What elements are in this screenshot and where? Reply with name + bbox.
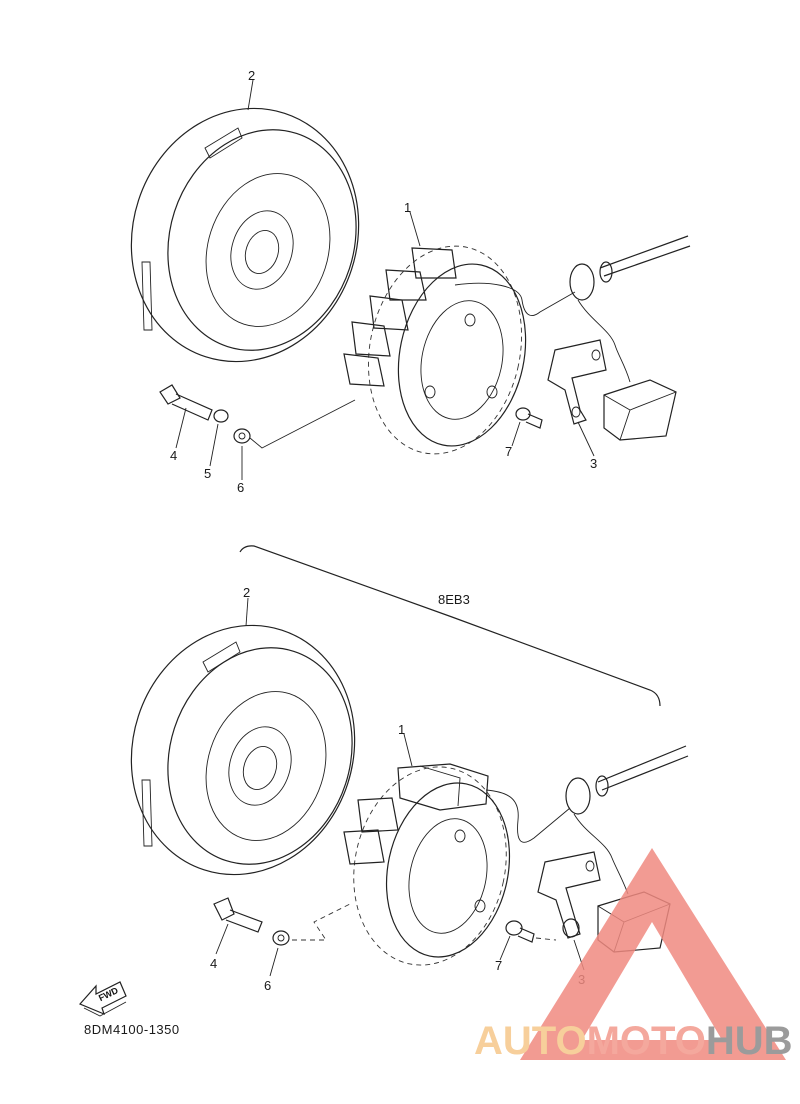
screw-upper	[515, 407, 543, 429]
watermark-triangle-icon	[520, 848, 786, 1060]
stator-upper	[343, 245, 576, 455]
bracket-lower	[537, 851, 601, 939]
rotor-lower	[130, 624, 356, 876]
label-6-lower: 6	[264, 978, 271, 993]
label-2-lower: 2	[243, 585, 250, 600]
svg-text:AUTOMOTOHUB: AUTOMOTOHUB	[474, 1019, 793, 1063]
label-3-upper: 3	[590, 456, 597, 471]
label-5-upper: 5	[204, 466, 211, 481]
bolt-washer-lower	[213, 897, 351, 946]
rotor-upper	[130, 107, 360, 363]
lower-assembly: 2 1 4 6 7 3	[130, 585, 689, 993]
label-6-upper: 6	[237, 480, 244, 495]
label-7-upper: 7	[505, 444, 512, 459]
watermark-moto: MOTO	[587, 1019, 706, 1063]
label-2-upper: 2	[248, 68, 255, 83]
upper-assembly: 2 1 4 5 6 7 3	[130, 68, 691, 495]
figure-code: 8DM4100-1350	[84, 1022, 180, 1037]
watermark-auto: AUTO	[474, 1019, 587, 1063]
automotohub-watermark: AUTOMOTOHUB	[474, 848, 793, 1063]
screw-lower	[505, 920, 557, 943]
label-1-lower: 1	[398, 722, 405, 737]
label-4-upper: 4	[170, 448, 177, 463]
stator-lower	[343, 763, 571, 966]
label-4-lower: 4	[210, 956, 217, 971]
variant-bracket: 8EB3	[239, 545, 661, 707]
fwd-arrow: FWD	[78, 981, 127, 1017]
variant-code: 8EB3	[438, 592, 470, 607]
bolt-washers-upper	[159, 384, 356, 449]
lead-wire-upper	[569, 235, 691, 383]
label-7-lower: 7	[495, 958, 502, 973]
bracket-upper	[547, 339, 607, 425]
watermark-hub: HUB	[706, 1019, 793, 1063]
label-1-upper: 1	[404, 200, 411, 215]
lead-wire-lower	[565, 745, 689, 895]
coupler-upper	[603, 379, 677, 441]
